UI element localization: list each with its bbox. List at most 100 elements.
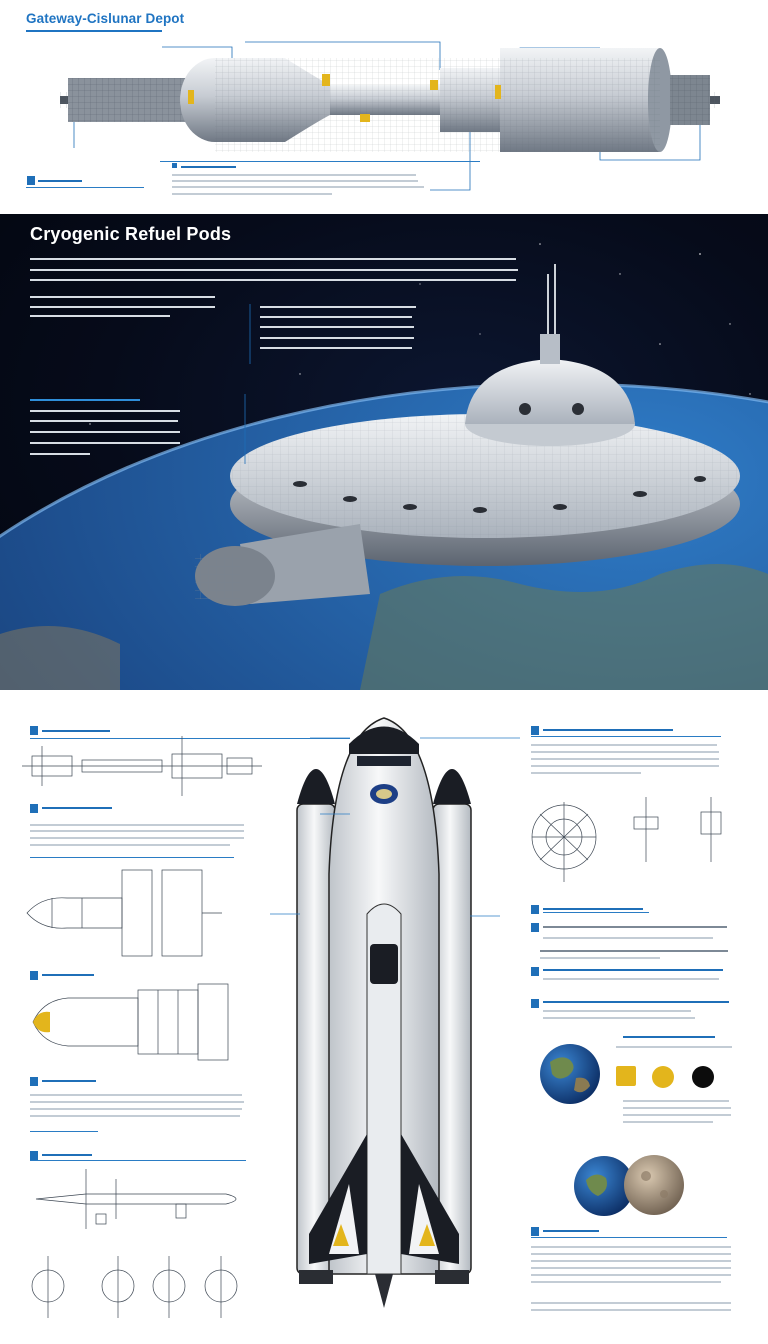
text-line [531, 1309, 731, 1311]
text-line [540, 957, 660, 959]
text-line [623, 1121, 713, 1123]
text-line [30, 420, 178, 422]
depot-banner: Gateway-Cislunar Depot [0, 0, 768, 214]
text-line [543, 937, 713, 939]
text-line [531, 1253, 731, 1255]
swatch-gold-square [616, 1066, 636, 1086]
text-line [531, 1274, 731, 1276]
text-line [30, 453, 90, 455]
text-line [543, 1010, 691, 1012]
caption-line [38, 180, 82, 182]
swatch-black-circle [692, 1066, 714, 1088]
section-heading [42, 730, 110, 732]
caption-badge-2 [172, 163, 177, 168]
blueprint-section [0, 690, 768, 1344]
section-badge [531, 967, 539, 976]
text-line [260, 316, 412, 318]
text-line [543, 978, 719, 980]
schematic-top-view [35, 1169, 237, 1229]
text-line [616, 1046, 732, 1048]
text-line [30, 837, 244, 839]
text-line [172, 174, 416, 176]
text-line [30, 315, 170, 317]
section-badge [531, 1227, 539, 1236]
section-heading [42, 1154, 92, 1156]
section-heading [543, 908, 643, 910]
section-badge [30, 804, 38, 813]
text-line [531, 765, 719, 767]
section-rule [543, 912, 649, 913]
section-badge [531, 905, 539, 914]
text-line [531, 751, 719, 753]
text-line [30, 1108, 242, 1110]
text-line [30, 1101, 244, 1103]
section-badge [531, 923, 539, 932]
text-line [260, 326, 414, 328]
section-rule [30, 857, 234, 858]
section-rule [531, 736, 721, 737]
text-line [531, 1302, 731, 1304]
section-rule [531, 1237, 727, 1238]
caption-rule [26, 187, 144, 188]
panel-title: Cryogenic Refuel Pods [30, 224, 232, 244]
section-badge [30, 726, 38, 735]
text-line [30, 1094, 242, 1096]
section-badge [531, 999, 539, 1008]
text-line [30, 431, 180, 433]
orbital-saucer-illustration [0, 243, 768, 690]
schematic-engine-cutaway [26, 869, 222, 957]
swatch-gold-circle [652, 1066, 674, 1088]
text-line [30, 442, 180, 444]
text-line [531, 744, 717, 746]
earth-globe-illustration [540, 1044, 600, 1104]
text-line [531, 758, 719, 760]
space-panel: Cryogenic Refuel Pods [0, 214, 768, 690]
text-line [30, 399, 140, 401]
schematic-side-view [22, 736, 262, 796]
text-line [30, 824, 244, 826]
text-line [30, 258, 516, 260]
caption-line [181, 166, 236, 168]
text-line [531, 1267, 731, 1269]
caption-rule [160, 161, 480, 162]
section-badge [30, 1151, 38, 1160]
text-line [30, 1115, 240, 1117]
section-rule [30, 1131, 98, 1132]
text-line [30, 410, 180, 412]
text-line [531, 1281, 721, 1283]
text-line [623, 1114, 731, 1116]
text-line [543, 1017, 695, 1019]
text-line [531, 772, 641, 774]
text-line [543, 926, 727, 928]
section-heading [543, 729, 673, 731]
section-heading [543, 1001, 729, 1003]
text-line [260, 347, 412, 349]
section-badge [531, 726, 539, 735]
text-line [260, 337, 414, 339]
schematic-radial-view [531, 797, 722, 882]
section-badge [30, 1077, 38, 1086]
text-line [531, 1260, 731, 1262]
text-line [260, 306, 416, 308]
section-heading [42, 1080, 96, 1082]
caption-badge-1 [27, 176, 35, 185]
depot-station-illustration [60, 41, 720, 191]
text-line [30, 269, 518, 271]
text-line [30, 296, 215, 298]
section-heading [623, 1036, 715, 1038]
text-line [623, 1100, 729, 1102]
section-badge [30, 971, 38, 980]
section-rule [30, 1160, 246, 1161]
text-line [30, 844, 230, 846]
page-title: Gateway-Cislunar Depot [26, 11, 185, 26]
text-line [30, 830, 244, 832]
text-line [531, 1246, 731, 1248]
text-line [172, 180, 418, 182]
section-rule [30, 738, 350, 739]
shuttle-orbiter-illustration [296, 717, 472, 1308]
schematic-cross-sections [31, 1256, 238, 1318]
section-heading [42, 974, 94, 976]
text-line [540, 950, 728, 952]
text-line [623, 1107, 731, 1109]
text-line [172, 193, 332, 195]
